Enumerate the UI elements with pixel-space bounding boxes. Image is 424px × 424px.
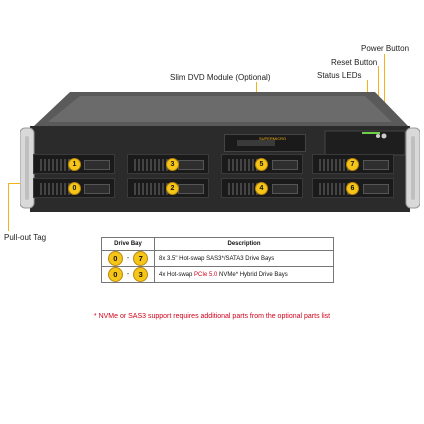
desc-highlight: PCIe 5.0 bbox=[194, 271, 218, 278]
bay-badge-1: 1 bbox=[68, 158, 81, 171]
header-description: Description bbox=[154, 237, 334, 251]
bay-description: 8x 3.5" Hot-swap SAS3*/SATA3 Drive Bays bbox=[154, 250, 334, 267]
pullout-tag-label: Pull-out Tag bbox=[4, 233, 47, 242]
pullout-leader-v bbox=[8, 183, 9, 231]
power-leader bbox=[384, 54, 385, 132]
power-button-label: Power Button bbox=[361, 44, 410, 53]
bay-badge-7: 7 bbox=[346, 158, 359, 171]
brand-label: SUPERMICRO bbox=[259, 136, 287, 141]
left-handle bbox=[25, 136, 29, 200]
drive-bay-table: Drive Bay Description 0-7 8x 3.5" Hot-sw… bbox=[101, 237, 334, 283]
bay-range: 0-7 bbox=[101, 250, 155, 267]
status-led-strip bbox=[362, 132, 380, 134]
bay-badge-0: 0 bbox=[68, 182, 81, 195]
bay-badge-3: 3 bbox=[166, 158, 179, 171]
bay-description: 4x Hot-swap PCIe 5.0 NVMe* Hybrid Drive … bbox=[154, 266, 334, 283]
range-to-badge: 3 bbox=[133, 267, 149, 282]
dvd-module-label: Slim DVD Module (Optional) bbox=[170, 73, 271, 82]
dvd-module: SUPERMICRO bbox=[224, 134, 306, 152]
reset-button bbox=[376, 134, 380, 138]
bay-badge-5: 5 bbox=[255, 158, 268, 171]
desc-text: 4x Hot-swap bbox=[159, 271, 195, 278]
desc-text-tail: NVMe* Hybrid Drive Bays bbox=[217, 271, 288, 278]
table-row: 0-3 4x Hot-swap PCIe 5.0 NVMe* Hybrid Dr… bbox=[101, 266, 334, 283]
bay-badge-6: 6 bbox=[346, 182, 359, 195]
footnote: * NVMe or SAS3 support requires addition… bbox=[93, 313, 331, 320]
header-drive-bay: Drive Bay bbox=[101, 237, 155, 251]
range-from-badge: 0 bbox=[107, 251, 123, 266]
right-handle bbox=[411, 136, 415, 200]
chassis-top-panel bbox=[48, 96, 392, 122]
status-leds-label: Status LEDs bbox=[317, 71, 362, 80]
reset-button-label: Reset Button bbox=[331, 58, 378, 67]
bay-badge-2: 2 bbox=[166, 182, 179, 195]
power-button bbox=[381, 133, 387, 139]
range-dash: - bbox=[126, 255, 130, 263]
desc-text: 8x 3.5" Hot-swap SAS3*/SATA3 Drive Bays bbox=[159, 255, 275, 262]
pullout-leader-h bbox=[8, 183, 30, 184]
range-dash: - bbox=[126, 271, 130, 279]
range-from-badge: 0 bbox=[107, 267, 123, 282]
range-to-badge: 7 bbox=[133, 251, 149, 266]
bay-badge-4: 4 bbox=[255, 182, 268, 195]
dvd-slot bbox=[237, 140, 275, 146]
table-header-row: Drive Bay Description bbox=[101, 237, 334, 251]
bay-range: 0-3 bbox=[101, 266, 155, 283]
control-panel bbox=[324, 130, 406, 156]
table-row: 0-7 8x 3.5" Hot-swap SAS3*/SATA3 Drive B… bbox=[101, 250, 334, 267]
